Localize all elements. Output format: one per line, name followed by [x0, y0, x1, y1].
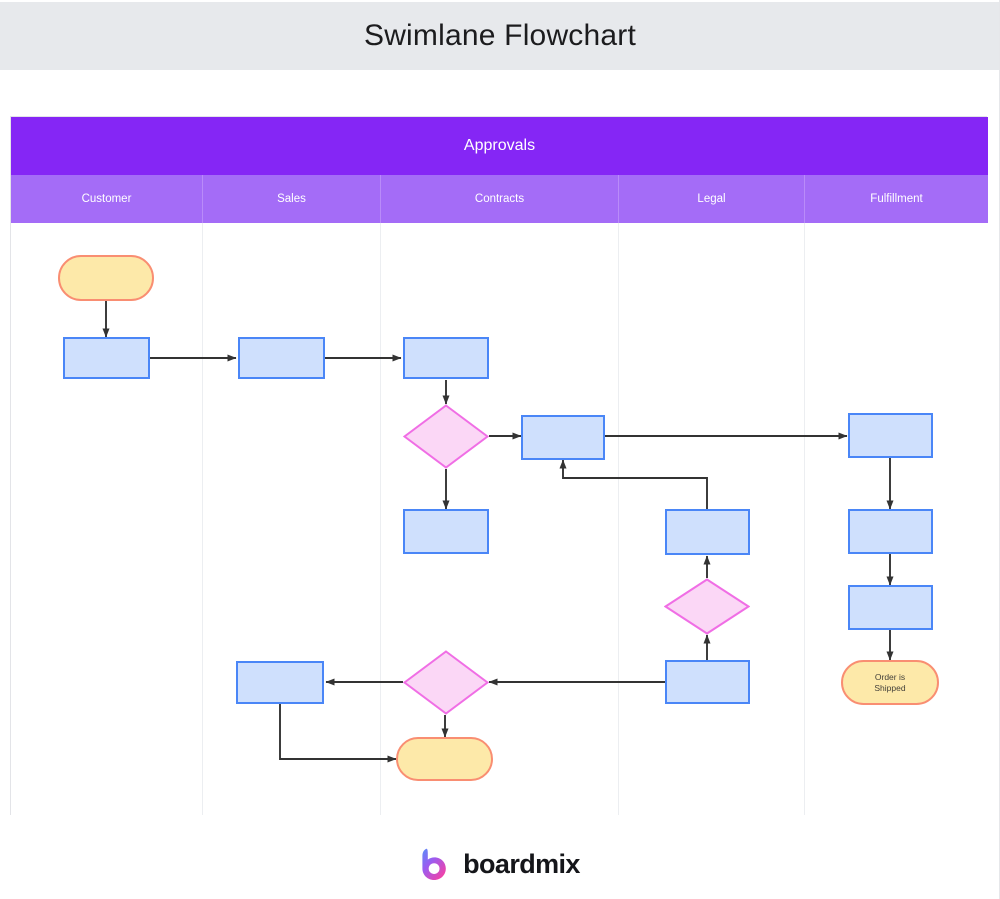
- title-bar: Swimlane Flowchart: [0, 2, 999, 70]
- lane-header-row: Customer Sales Contracts Legal Fulfillme…: [11, 175, 988, 223]
- lane-header-sales[interactable]: Sales: [203, 175, 381, 223]
- node-decision-legal-1[interactable]: [664, 578, 750, 635]
- decision-diamond-icon: [664, 578, 750, 635]
- pool-title-label: Approvals: [463, 137, 536, 154]
- node-terminal-order-shipped-line1: Order is: [874, 672, 906, 683]
- decision-diamond-icon: [403, 650, 489, 715]
- decision-diamond-icon: [403, 404, 489, 469]
- node-process-contracts-1[interactable]: [403, 337, 489, 379]
- node-process-legal-3[interactable]: [665, 660, 750, 704]
- edge-n16-n17: [279, 704, 397, 763]
- node-process-fulfillment-3[interactable]: [848, 585, 933, 630]
- node-process-legal-2[interactable]: [665, 509, 750, 555]
- lane-header-customer[interactable]: Customer: [11, 175, 203, 223]
- node-process-legal-1[interactable]: [521, 415, 605, 460]
- node-process-sales-1[interactable]: [238, 337, 325, 379]
- node-process-fulfillment-2[interactable]: [848, 509, 933, 554]
- node-terminal-start[interactable]: [58, 255, 154, 301]
- node-process-contracts-2[interactable]: [403, 509, 489, 554]
- node-process-customer-1[interactable]: [63, 337, 150, 379]
- boardmix-logo-icon: [422, 848, 446, 880]
- lane-header-legal[interactable]: Legal: [619, 175, 805, 223]
- lane-header-contracts[interactable]: Contracts: [381, 175, 619, 223]
- lane-header-contracts-label: Contracts: [474, 193, 525, 205]
- lane-body-sales: [203, 223, 381, 815]
- footer-branding: boardmix: [0, 836, 999, 892]
- lane-header-legal-label: Legal: [697, 193, 726, 205]
- node-terminal-order-shipped[interactable]: Order is Shipped: [841, 660, 939, 705]
- lane-header-sales-label: Sales: [277, 193, 306, 205]
- lane-body-customer: [11, 223, 203, 815]
- lane-header-fulfillment[interactable]: Fulfillment: [805, 175, 988, 223]
- node-process-sales-2[interactable]: [236, 661, 324, 704]
- node-process-fulfillment-1[interactable]: [848, 413, 933, 458]
- boardmix-wordmark: boardmix: [463, 848, 580, 879]
- node-decision-contracts-2[interactable]: [403, 650, 489, 715]
- node-terminal-contracts-end[interactable]: [396, 737, 493, 781]
- node-decision-contracts-1[interactable]: [403, 404, 489, 469]
- lane-header-fulfillment-label: Fulfillment: [870, 193, 923, 205]
- pool-header: Approvals: [11, 117, 988, 175]
- edge-n12-n7: [559, 459, 708, 509]
- lane-header-customer-label: Customer: [81, 193, 132, 205]
- node-terminal-order-shipped-line2: Shipped: [874, 682, 906, 693]
- page-title: Swimlane Flowchart: [363, 19, 637, 52]
